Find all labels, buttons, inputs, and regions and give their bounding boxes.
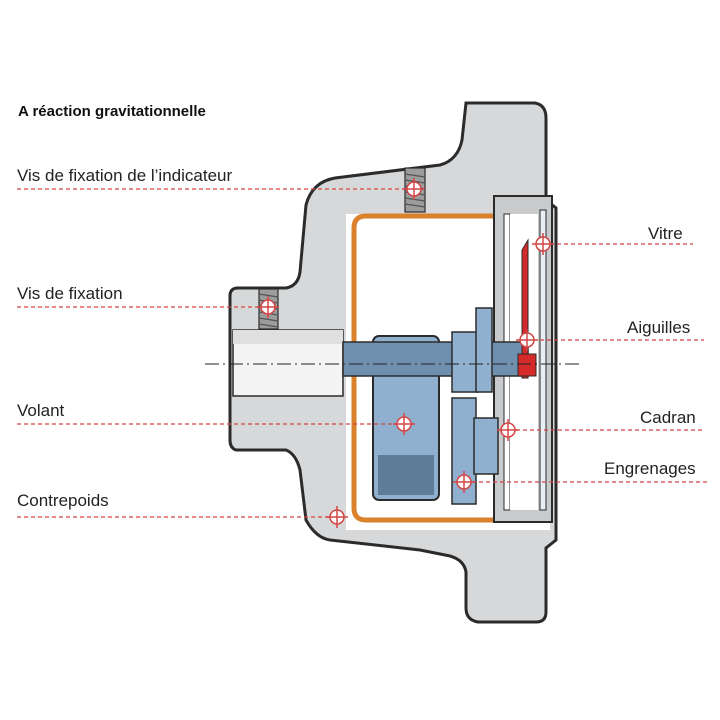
target-markers (257, 178, 554, 528)
label-volant: Volant (17, 401, 65, 420)
flywheel-weight (378, 455, 434, 495)
gear-2 (475, 307, 493, 393)
marker-engrenages (453, 471, 475, 493)
label-cadran: Cadran (640, 408, 696, 427)
gear-1 (451, 331, 479, 393)
marker-volant (393, 413, 415, 435)
marker-cadran (497, 419, 519, 441)
marker-indicateur (403, 178, 425, 200)
needle-hub (517, 353, 537, 377)
shaft (342, 341, 529, 377)
marker-contrepoids (326, 506, 348, 528)
marker-vitre (532, 233, 554, 255)
glass (539, 209, 547, 511)
marker-aiguilles (516, 329, 538, 351)
label-aiguilles: Aiguilles (627, 318, 691, 337)
label-vitre: Vitre (648, 224, 683, 243)
marker-vis-fixation (257, 296, 279, 318)
leader-lines (17, 188, 708, 518)
mount-bore-shade (233, 330, 343, 344)
diagram-title: A réaction gravitationnelle (18, 103, 206, 120)
label-vis-indicateur: Vis de fixation de l’indicateur (17, 166, 233, 185)
label-vis-fixation: Vis de fixation (17, 284, 123, 303)
gear-4 (473, 417, 499, 475)
label-contrepoids: Contrepoids (17, 491, 109, 510)
label-engrenages: Engrenages (604, 459, 696, 478)
